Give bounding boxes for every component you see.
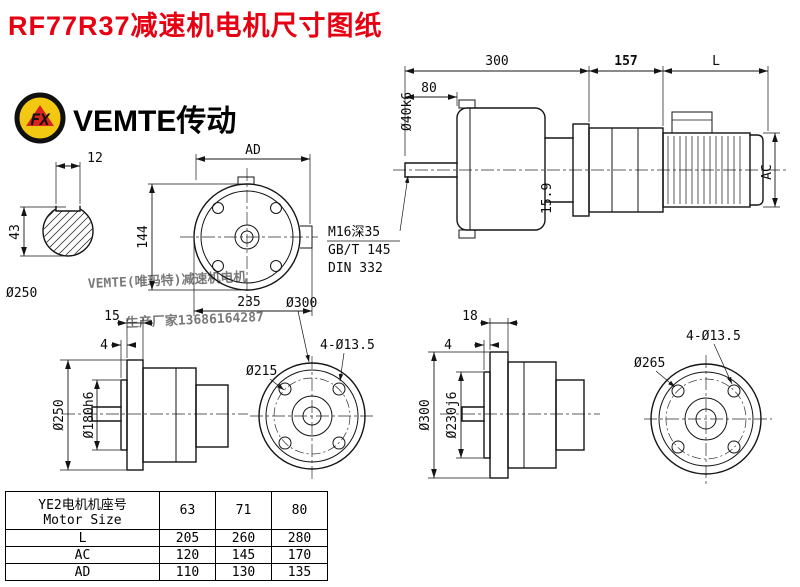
value-AC-80: 170 xyxy=(271,546,328,564)
bottom-right-front-view: 4-Ø13.5 Ø265 xyxy=(634,329,772,484)
bottom-left-side-view: 15 4 Ø250 Ø180h6 xyxy=(52,309,248,471)
brand-name: VEMTE传动 xyxy=(73,105,237,138)
dim-od-300-label: Ø300 xyxy=(418,399,433,430)
table-row-L: L 205 260 280 xyxy=(5,529,328,547)
dim-144-label: 144 xyxy=(136,225,151,249)
bolt-holes-label: 4-Ø13.5 xyxy=(320,338,375,353)
dim-flange-thickness-15: 15 xyxy=(104,309,153,326)
dim-4b-label: 4 xyxy=(444,338,452,353)
dim-18-label: 18 xyxy=(462,309,478,324)
shaft-diameter-label: Ø40k6 xyxy=(400,92,415,131)
dim-L-label: L xyxy=(712,54,720,69)
bolt-circle-265-label: Ø265 xyxy=(634,356,665,371)
dim-spigot-depth-4b: 4 xyxy=(444,338,499,353)
dim-spigot-depth-4: 4 xyxy=(100,338,136,353)
dim-80-label: 80 xyxy=(421,81,437,96)
dim-AC-label: AC xyxy=(760,164,775,180)
table-row-AC: AC 120 145 170 xyxy=(5,546,328,564)
dim-144: 144 xyxy=(136,184,155,290)
dim-4-label: 4 xyxy=(100,338,108,353)
motor-size-table: YE2电机机座号 Motor Size 63 71 80 L 205 260 2… xyxy=(5,491,328,581)
dim-od-250-label: Ø250 xyxy=(52,399,67,430)
watermark-line2: 生产厂家13686164287 xyxy=(125,309,264,331)
tap-note-label: M16深35 xyxy=(328,225,380,240)
dim-spigot-230j6: Ø230j6 xyxy=(445,372,464,458)
dim-AC: AC xyxy=(760,133,778,207)
gb-standard-label: GB/T 145 xyxy=(328,243,391,258)
dim-AD-label: AD xyxy=(245,143,261,158)
value-AD-71: 130 xyxy=(215,563,272,581)
flange-od-300-label: Ø300 xyxy=(286,296,317,311)
logo-mark-text: FX xyxy=(30,110,51,129)
value-AD-63: 110 xyxy=(159,563,216,581)
row-label-L: L xyxy=(5,529,160,547)
header-line-en: Motor Size xyxy=(43,512,122,528)
dim-43-label: 43 xyxy=(8,224,23,240)
dim-L: L xyxy=(663,54,768,74)
page-title: RF77R37减速机电机尺寸图纸 xyxy=(8,11,383,41)
frame-size-63: 63 xyxy=(159,491,216,530)
value-L-63: 205 xyxy=(159,529,216,547)
section-hatching xyxy=(43,206,93,256)
value-L-80: 280 xyxy=(271,529,328,547)
table-row-AD: AD 110 130 135 xyxy=(5,563,328,581)
dim-235-label: 235 xyxy=(237,295,260,310)
bottom-mid-side-view: 18 4 Ø300 Ø230j6 xyxy=(418,309,600,479)
dim-12-label: 12 xyxy=(87,151,103,166)
value-AD-80: 135 xyxy=(271,563,328,581)
dim-235: 235 xyxy=(194,295,312,314)
dim-157-label: 157 xyxy=(614,54,637,69)
vemte-logo-icon: FX xyxy=(14,92,66,144)
dim-80: 80 xyxy=(405,81,457,100)
shaft-end-tap-notes: M16深35 GB/T 145 DIN 332 xyxy=(327,175,410,276)
frame-size-80: 80 xyxy=(271,491,328,530)
dim-spigot-230-label: Ø230j6 xyxy=(445,392,460,439)
dim-keyway-12: 12 xyxy=(56,151,103,169)
shaft-end-view: 12 43 xyxy=(8,151,103,257)
din-standard-label: DIN 332 xyxy=(328,261,383,276)
dim-300: 300 xyxy=(405,54,589,74)
dim-key-height-43: 43 xyxy=(8,207,27,256)
main-view-dimensions: 300 157 L 80 AC Ø40k6 15.9 M16深35 xyxy=(327,54,780,276)
bolt-circle-215-label: Ø215 xyxy=(246,364,277,379)
vemte-logo: FX VEMTE传动 xyxy=(14,92,236,144)
table-header-motor-size: YE2电机机座号 Motor Size xyxy=(5,491,160,530)
housing-front-view: AD 144 235 Ø250 xyxy=(6,143,318,316)
bolt-holes-b-label: 4-Ø13.5 xyxy=(686,329,741,344)
value-L-71: 260 xyxy=(215,529,272,547)
watermark: VEMTE(唯玛特)减速机电机 生产厂家13686164287 xyxy=(87,269,264,331)
dim-flange-od-250: Ø250 xyxy=(52,360,71,470)
dim-15-label: 15 xyxy=(104,309,120,324)
dim-15-9-label: 15.9 xyxy=(540,183,555,214)
dim-157: 157 xyxy=(589,54,663,74)
dim-spigot-180-label: Ø180h6 xyxy=(82,392,97,439)
front-view-diameter-label: Ø250 xyxy=(6,286,37,301)
dim-flange-thickness-18: 18 xyxy=(462,309,518,326)
dim-AD: AD xyxy=(196,143,310,162)
frame-size-71: 71 xyxy=(215,491,272,530)
bottom-left-front-view: Ø300 4-Ø13.5 Ø215 xyxy=(246,296,375,480)
row-label-AC: AC xyxy=(5,546,160,564)
table-header-row: YE2电机机座号 Motor Size 63 71 80 xyxy=(5,491,328,530)
dim-spigot-180h6: Ø180h6 xyxy=(82,380,100,450)
row-label-AD: AD xyxy=(5,563,160,581)
value-AC-63: 120 xyxy=(159,546,216,564)
main-side-view xyxy=(393,99,786,239)
dim-300-label: 300 xyxy=(485,54,508,69)
value-AC-71: 145 xyxy=(215,546,272,564)
header-line-cn: YE2电机机座号 xyxy=(38,497,127,513)
dim-flange-od-300: Ø300 xyxy=(418,352,437,478)
watermark-line1: VEMTE(唯玛特)减速机电机 xyxy=(87,269,246,292)
